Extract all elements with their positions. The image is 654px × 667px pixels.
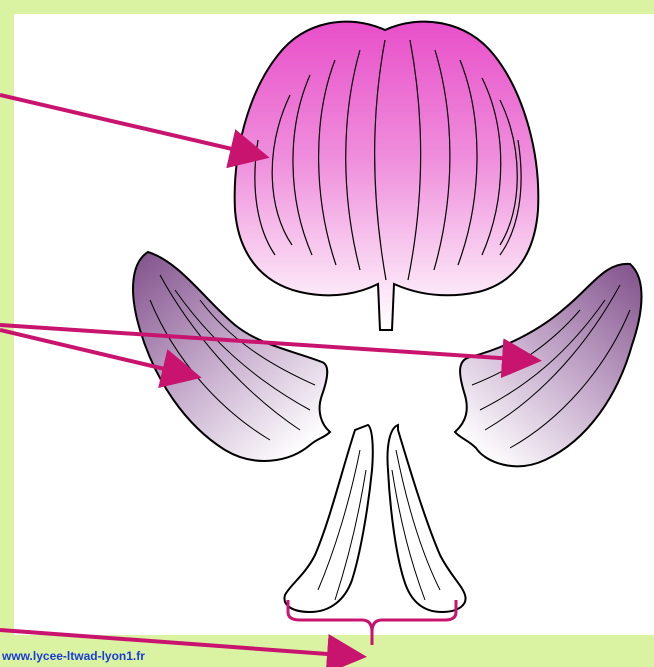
arrow-standard-petal [0, 95, 258, 155]
source-credit: www.lycee-ltwad-lyon1.fr [2, 649, 145, 663]
standard-petal [235, 22, 539, 330]
right-wing-petal-shape [455, 264, 642, 466]
standard-petal-shape [235, 22, 539, 330]
keel-petals [284, 425, 465, 612]
right-keel-petal [387, 425, 465, 612]
right-wing-petal [455, 264, 642, 466]
